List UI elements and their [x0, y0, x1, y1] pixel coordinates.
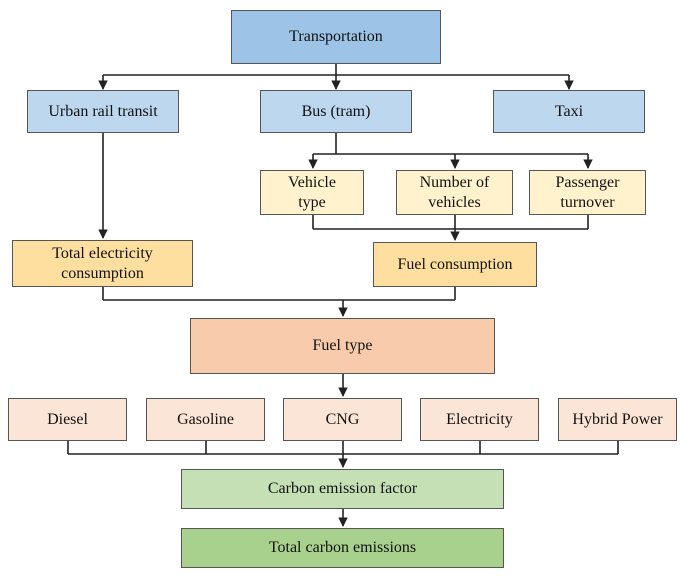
node-diesel: Diesel — [8, 398, 127, 441]
node-vehicle-type: Vehicle type — [260, 170, 364, 215]
node-total-electricity-consumption: Total electricity consumption — [12, 240, 193, 287]
node-gasoline: Gasoline — [146, 398, 265, 441]
node-total-electricity-consumption-label: Total electricity consumption — [52, 244, 153, 282]
node-total-carbon-emissions-label: Total carbon emissions — [268, 539, 417, 556]
node-diesel-label: Diesel — [47, 410, 88, 428]
node-hybrid-power: Hybrid Power — [558, 398, 677, 441]
node-taxi-label: Taxi — [554, 102, 584, 120]
node-fuel-consumption: Fuel consumption — [373, 242, 537, 287]
node-gasoline-label: Gasoline — [177, 410, 234, 428]
node-vehicle-type-label: Vehicle type — [288, 173, 336, 211]
node-bus-tram-label: Bus (tram) — [301, 102, 371, 120]
node-number-of-vehicles-label: Number of vehicles — [419, 173, 490, 211]
node-transportation: Transportation — [231, 10, 441, 64]
node-taxi: Taxi — [493, 90, 645, 133]
node-transportation-label: Transportation — [289, 28, 383, 45]
node-passenger-turnover: Passenger turnover — [529, 170, 646, 215]
node-bus-tram: Bus (tram) — [260, 90, 412, 133]
node-cng: CNG — [283, 398, 402, 441]
node-cng-label: CNG — [325, 410, 360, 428]
node-electricity-label: Electricity — [446, 410, 513, 428]
node-hybrid-power-label: Hybrid Power — [572, 410, 663, 428]
node-fuel-consumption-label: Fuel consumption — [397, 255, 513, 273]
node-carbon-emission-factor-label: Carbon emission factor — [267, 480, 418, 497]
node-urban-rail-transit-label: Urban rail transit — [48, 102, 158, 120]
node-total-carbon-emissions: Total carbon emissions — [181, 528, 504, 568]
node-fuel-type: Fuel type — [190, 318, 495, 374]
node-electricity: Electricity — [420, 398, 539, 441]
node-passenger-turnover-label: Passenger turnover — [555, 173, 620, 211]
node-number-of-vehicles: Number of vehicles — [396, 170, 513, 215]
node-carbon-emission-factor: Carbon emission factor — [181, 469, 504, 509]
node-urban-rail-transit: Urban rail transit — [27, 90, 179, 133]
node-fuel-type-label: Fuel type — [312, 337, 373, 354]
